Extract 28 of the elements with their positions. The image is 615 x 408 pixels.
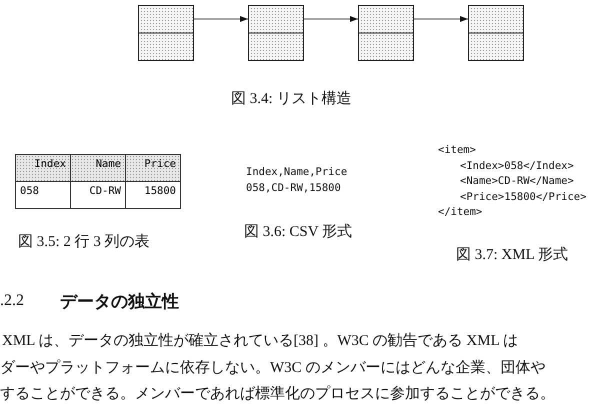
arrow: [304, 16, 358, 22]
figure-caption: 図 3.6: CSV 形式: [244, 222, 352, 241]
figure-caption: 図 3.4: リスト構造: [231, 90, 352, 108]
table-cell: 058: [15, 181, 71, 209]
table-header: Price: [125, 154, 181, 182]
xml-line: </item>: [438, 206, 482, 218]
figure-caption: 図 3.7: XML 形式: [456, 246, 568, 264]
list-node: [248, 5, 304, 61]
xml-line: <Index>058</Index>: [460, 160, 574, 172]
body-text: XML は、データの独立性が確立されている[38] 。W3C の勧告である XML は: [2, 331, 518, 350]
table-cell: 15800: [125, 181, 181, 209]
xml-line: <item>: [438, 144, 476, 156]
arrow: [194, 16, 248, 22]
body-text: ダーやプラットフォームに依存しない。W3C のメンバーにはどんな企業、団体や: [0, 358, 546, 377]
section-heading: データの独立性: [60, 291, 179, 313]
xml-line: <Name>CD-RW</Name>: [460, 175, 574, 187]
section-number: .2.2: [0, 292, 24, 310]
xml-line: <Price>15800</Price>: [460, 191, 586, 203]
figure-caption: 図 3.5: 2 行 3 列の表: [18, 232, 150, 251]
list-node: [138, 5, 194, 61]
list-node: [468, 5, 524, 61]
table-header: Name: [70, 154, 126, 182]
arrow: [414, 16, 468, 22]
table-header: Index: [15, 154, 71, 182]
list-node: [358, 5, 414, 61]
body-text: することができる。メンバーであれば標準化のプロセスに参加することができる。: [0, 384, 555, 403]
csv-line: 058,CD-RW,15800: [246, 182, 341, 194]
csv-line: Index,Name,Price: [246, 166, 348, 178]
